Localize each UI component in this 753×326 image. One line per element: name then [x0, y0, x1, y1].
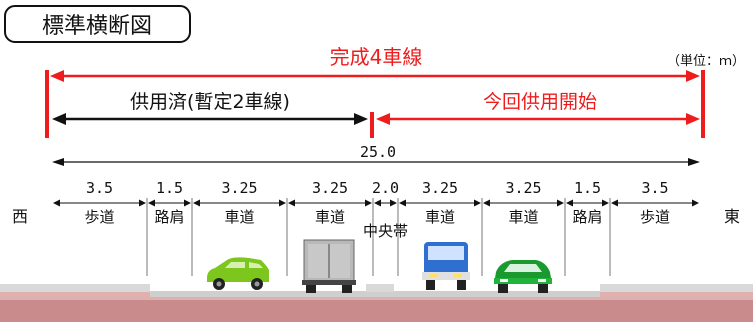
- sidewalk-east-surface: [600, 284, 753, 292]
- segment-name-label: 車道: [315, 208, 345, 226]
- total-width-left-head: [52, 158, 64, 166]
- truck-icon: [302, 239, 356, 293]
- total-width-label: 25.0: [360, 143, 396, 161]
- segment-arrow-right: [390, 199, 397, 207]
- ground-base: [0, 300, 753, 322]
- segment-arrow-left: [399, 199, 406, 207]
- segment-name-label: 車道: [425, 208, 455, 226]
- completion-arrow-left-head: [50, 70, 64, 82]
- segment-arrow-right: [474, 199, 481, 207]
- new-service-arrow-right-head: [686, 113, 700, 125]
- west-label: 西: [12, 207, 28, 226]
- segment-arrow-right: [279, 199, 286, 207]
- segment-arrow-right: [365, 199, 372, 207]
- segment-arrow-left: [374, 199, 381, 207]
- segment-arrow-right: [692, 199, 699, 207]
- van-icon: [422, 242, 470, 290]
- segment-name-label: 歩道: [640, 208, 670, 226]
- median-block: [366, 284, 394, 292]
- road-cross-section: [0, 284, 753, 322]
- completion-arrow-right-head: [686, 70, 700, 82]
- segment-arrow-right: [557, 199, 564, 207]
- segment-arrow-left: [483, 199, 490, 207]
- segment-width-label: 3.5: [86, 179, 113, 197]
- segment-width-label: 3.25: [505, 179, 541, 197]
- new-service-arrow-left-head: [376, 113, 390, 125]
- provisional-arrow-left-head: [52, 113, 66, 125]
- provisional-label: 供用済(暫定2車線): [130, 91, 290, 113]
- unit-note: （単位：ｍ）: [667, 53, 745, 69]
- segment-width-label: 3.25: [221, 179, 257, 197]
- segment-arrow-right: [139, 199, 146, 207]
- segment-width-label: 3.25: [422, 179, 458, 197]
- provisional-arrow-right-head: [354, 113, 368, 125]
- segment-name-label: 路肩: [572, 208, 602, 226]
- segment-arrow-left: [611, 199, 618, 207]
- segment-arrow-left: [193, 199, 200, 207]
- completion-label: 完成4車線: [330, 45, 423, 69]
- sedan-car-icon: [207, 257, 269, 290]
- segment-name-label: 中央帯: [363, 222, 408, 240]
- segment-width-label: 1.5: [574, 179, 601, 197]
- segment-arrow-left: [566, 199, 573, 207]
- east-label: 東: [724, 207, 740, 226]
- new-service-label: 今回供用開始: [483, 91, 597, 113]
- compact-car-icon: [494, 260, 552, 293]
- segment-arrow-right: [602, 199, 609, 207]
- segment-name-label: 車道: [224, 208, 254, 226]
- total-width-right-head: [688, 158, 700, 166]
- segment-arrow-left: [53, 199, 60, 207]
- diagram-title: 標準横断図: [42, 14, 152, 39]
- segment-arrow-right: [184, 199, 191, 207]
- segment-width-label: 2.0: [372, 179, 399, 197]
- segment-name-label: 路肩: [154, 208, 184, 226]
- segment-width-label: 3.5: [641, 179, 668, 197]
- segment-arrow-left: [288, 199, 295, 207]
- segment-dimensions: 3.5 歩道 1.5 路肩 3.25 車道 3.25 車道 2.0 中央帯 3.25 車道 3.25 車道…: [53, 179, 699, 276]
- sidewalk-west-surface: [0, 284, 150, 292]
- segment-name-label: 車道: [508, 208, 538, 226]
- ground-top: [0, 290, 753, 300]
- segment-width-label: 3.25: [312, 179, 348, 197]
- roadway-surface: [150, 291, 600, 297]
- segment-arrow-left: [148, 199, 155, 207]
- segment-width-label: 1.5: [156, 179, 183, 197]
- segment-name-label: 歩道: [84, 208, 114, 226]
- title-box: [4, 5, 191, 43]
